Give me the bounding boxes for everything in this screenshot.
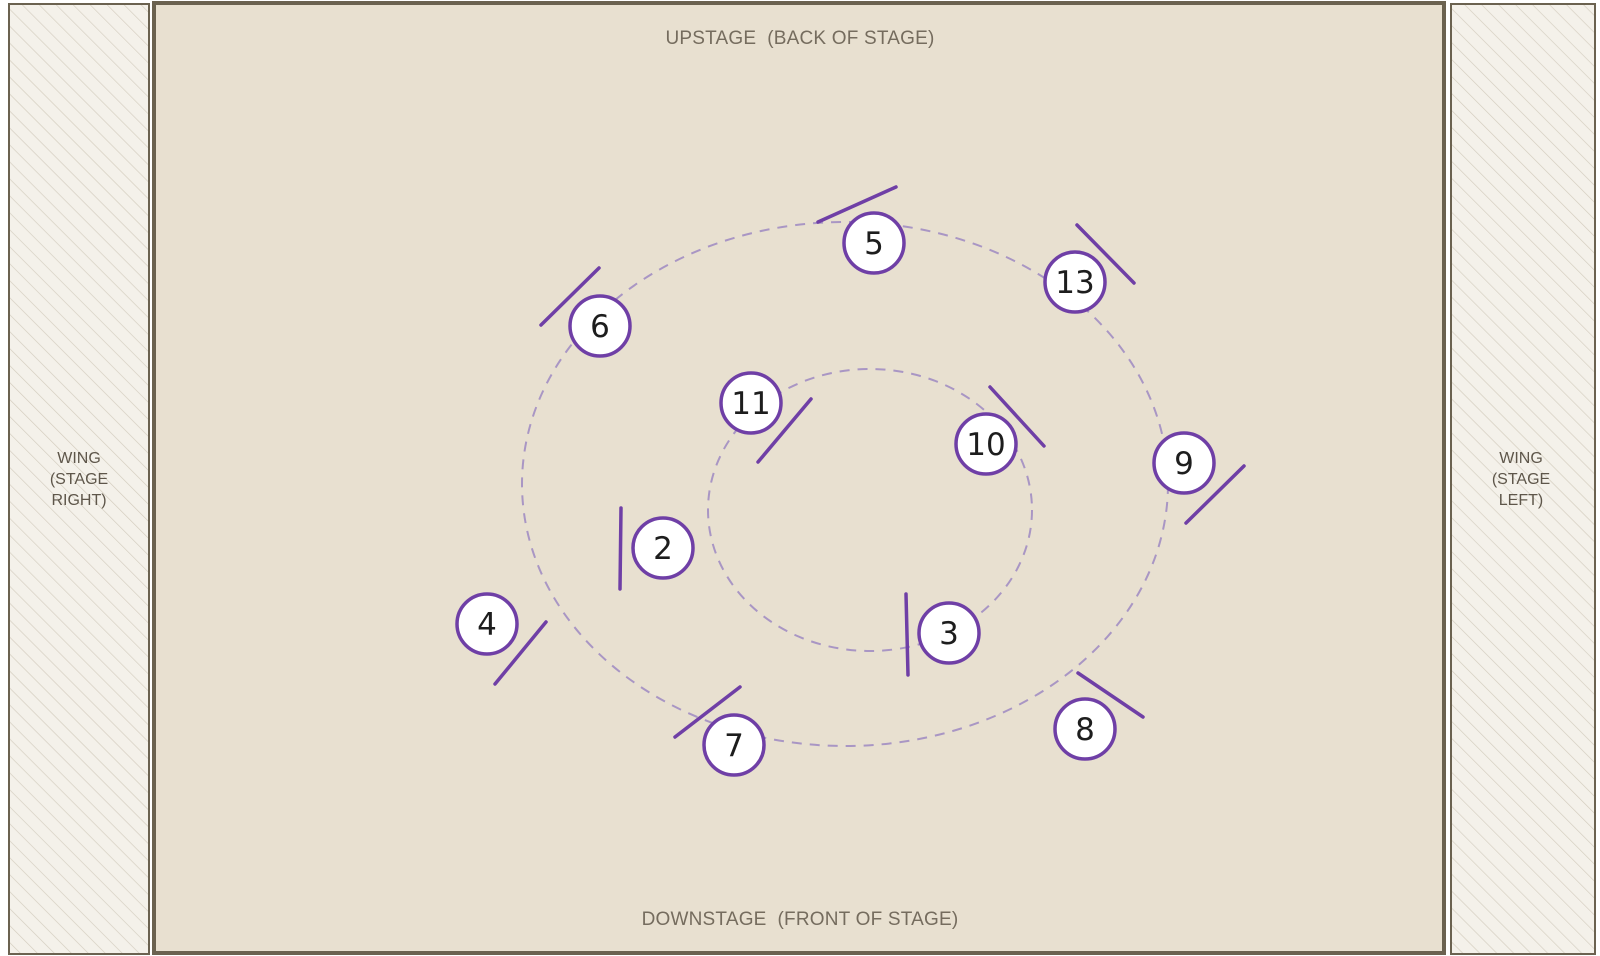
facing-line xyxy=(493,620,548,686)
facing-line xyxy=(1184,464,1246,525)
facing-line xyxy=(756,397,813,464)
dancer-marker[interactable]: 9 xyxy=(1152,431,1246,525)
facing-line xyxy=(673,685,742,739)
dancer-circle xyxy=(1043,250,1107,314)
wing-left-label-line-1: WING xyxy=(1499,450,1543,467)
upstage-label: UPSTAGE (BACK OF STAGE) xyxy=(665,28,934,49)
facing-line xyxy=(539,266,601,327)
dancer-number: 13 xyxy=(1055,265,1094,301)
wing-right-label-line-1: WING xyxy=(57,450,101,467)
facing-line xyxy=(816,185,898,224)
dancer-number: 8 xyxy=(1075,712,1095,748)
wing-left-label-line-2: (STAGE xyxy=(1492,471,1550,488)
dancer-circle xyxy=(1152,431,1216,495)
dancer-number: 6 xyxy=(590,309,610,345)
dancer-number: 2 xyxy=(653,531,673,567)
dancer-number: 5 xyxy=(864,226,884,262)
dancer-number: 4 xyxy=(477,607,497,643)
wing-right-label-line-3: RIGHT) xyxy=(51,492,106,509)
dancer-marker[interactable]: 2 xyxy=(618,506,695,591)
dancer-marker[interactable]: 13 xyxy=(1043,223,1136,314)
dancer-marker[interactable]: 6 xyxy=(539,266,632,358)
dancer-number: 9 xyxy=(1174,446,1194,482)
dancer-circle xyxy=(568,294,632,358)
dancer-marker[interactable]: 10 xyxy=(954,385,1046,476)
facing-line xyxy=(904,592,910,677)
inner-formation-path xyxy=(707,368,1033,652)
downstage-label: DOWNSTAGE (FRONT OF STAGE) xyxy=(642,909,959,930)
facing-line xyxy=(618,506,623,591)
dancer-marker[interactable]: 7 xyxy=(673,685,766,777)
stage-floor xyxy=(152,1,1446,955)
dancer-marker[interactable]: 3 xyxy=(904,592,981,677)
dancer-number: 10 xyxy=(966,427,1005,463)
dancer-circle xyxy=(954,412,1018,476)
dancer-marker[interactable]: 8 xyxy=(1053,671,1145,761)
facing-line xyxy=(1076,671,1145,719)
dancer-marker[interactable]: 5 xyxy=(816,185,906,275)
dancer-circle xyxy=(917,601,981,665)
dancer-circle xyxy=(702,713,766,777)
dancer-circle xyxy=(719,371,783,435)
dancer-number: 7 xyxy=(724,728,744,764)
dancer-number: 3 xyxy=(939,616,959,652)
dancer-circle xyxy=(455,592,519,656)
dancer-circle xyxy=(1053,697,1117,761)
dancer-circle xyxy=(631,516,695,580)
dancer-marker[interactable]: 4 xyxy=(455,592,548,686)
wing-right-label-line-2: (STAGE xyxy=(50,471,108,488)
dancer-circle xyxy=(842,211,906,275)
dancer-number: 11 xyxy=(731,386,770,422)
wing-left-label-line-3: LEFT) xyxy=(1499,492,1543,509)
dancer-marker[interactable]: 11 xyxy=(719,371,813,464)
wing-stage-left xyxy=(1450,3,1596,955)
facing-line xyxy=(1075,223,1136,285)
facing-line xyxy=(988,385,1046,448)
wing-stage-right xyxy=(8,3,150,955)
